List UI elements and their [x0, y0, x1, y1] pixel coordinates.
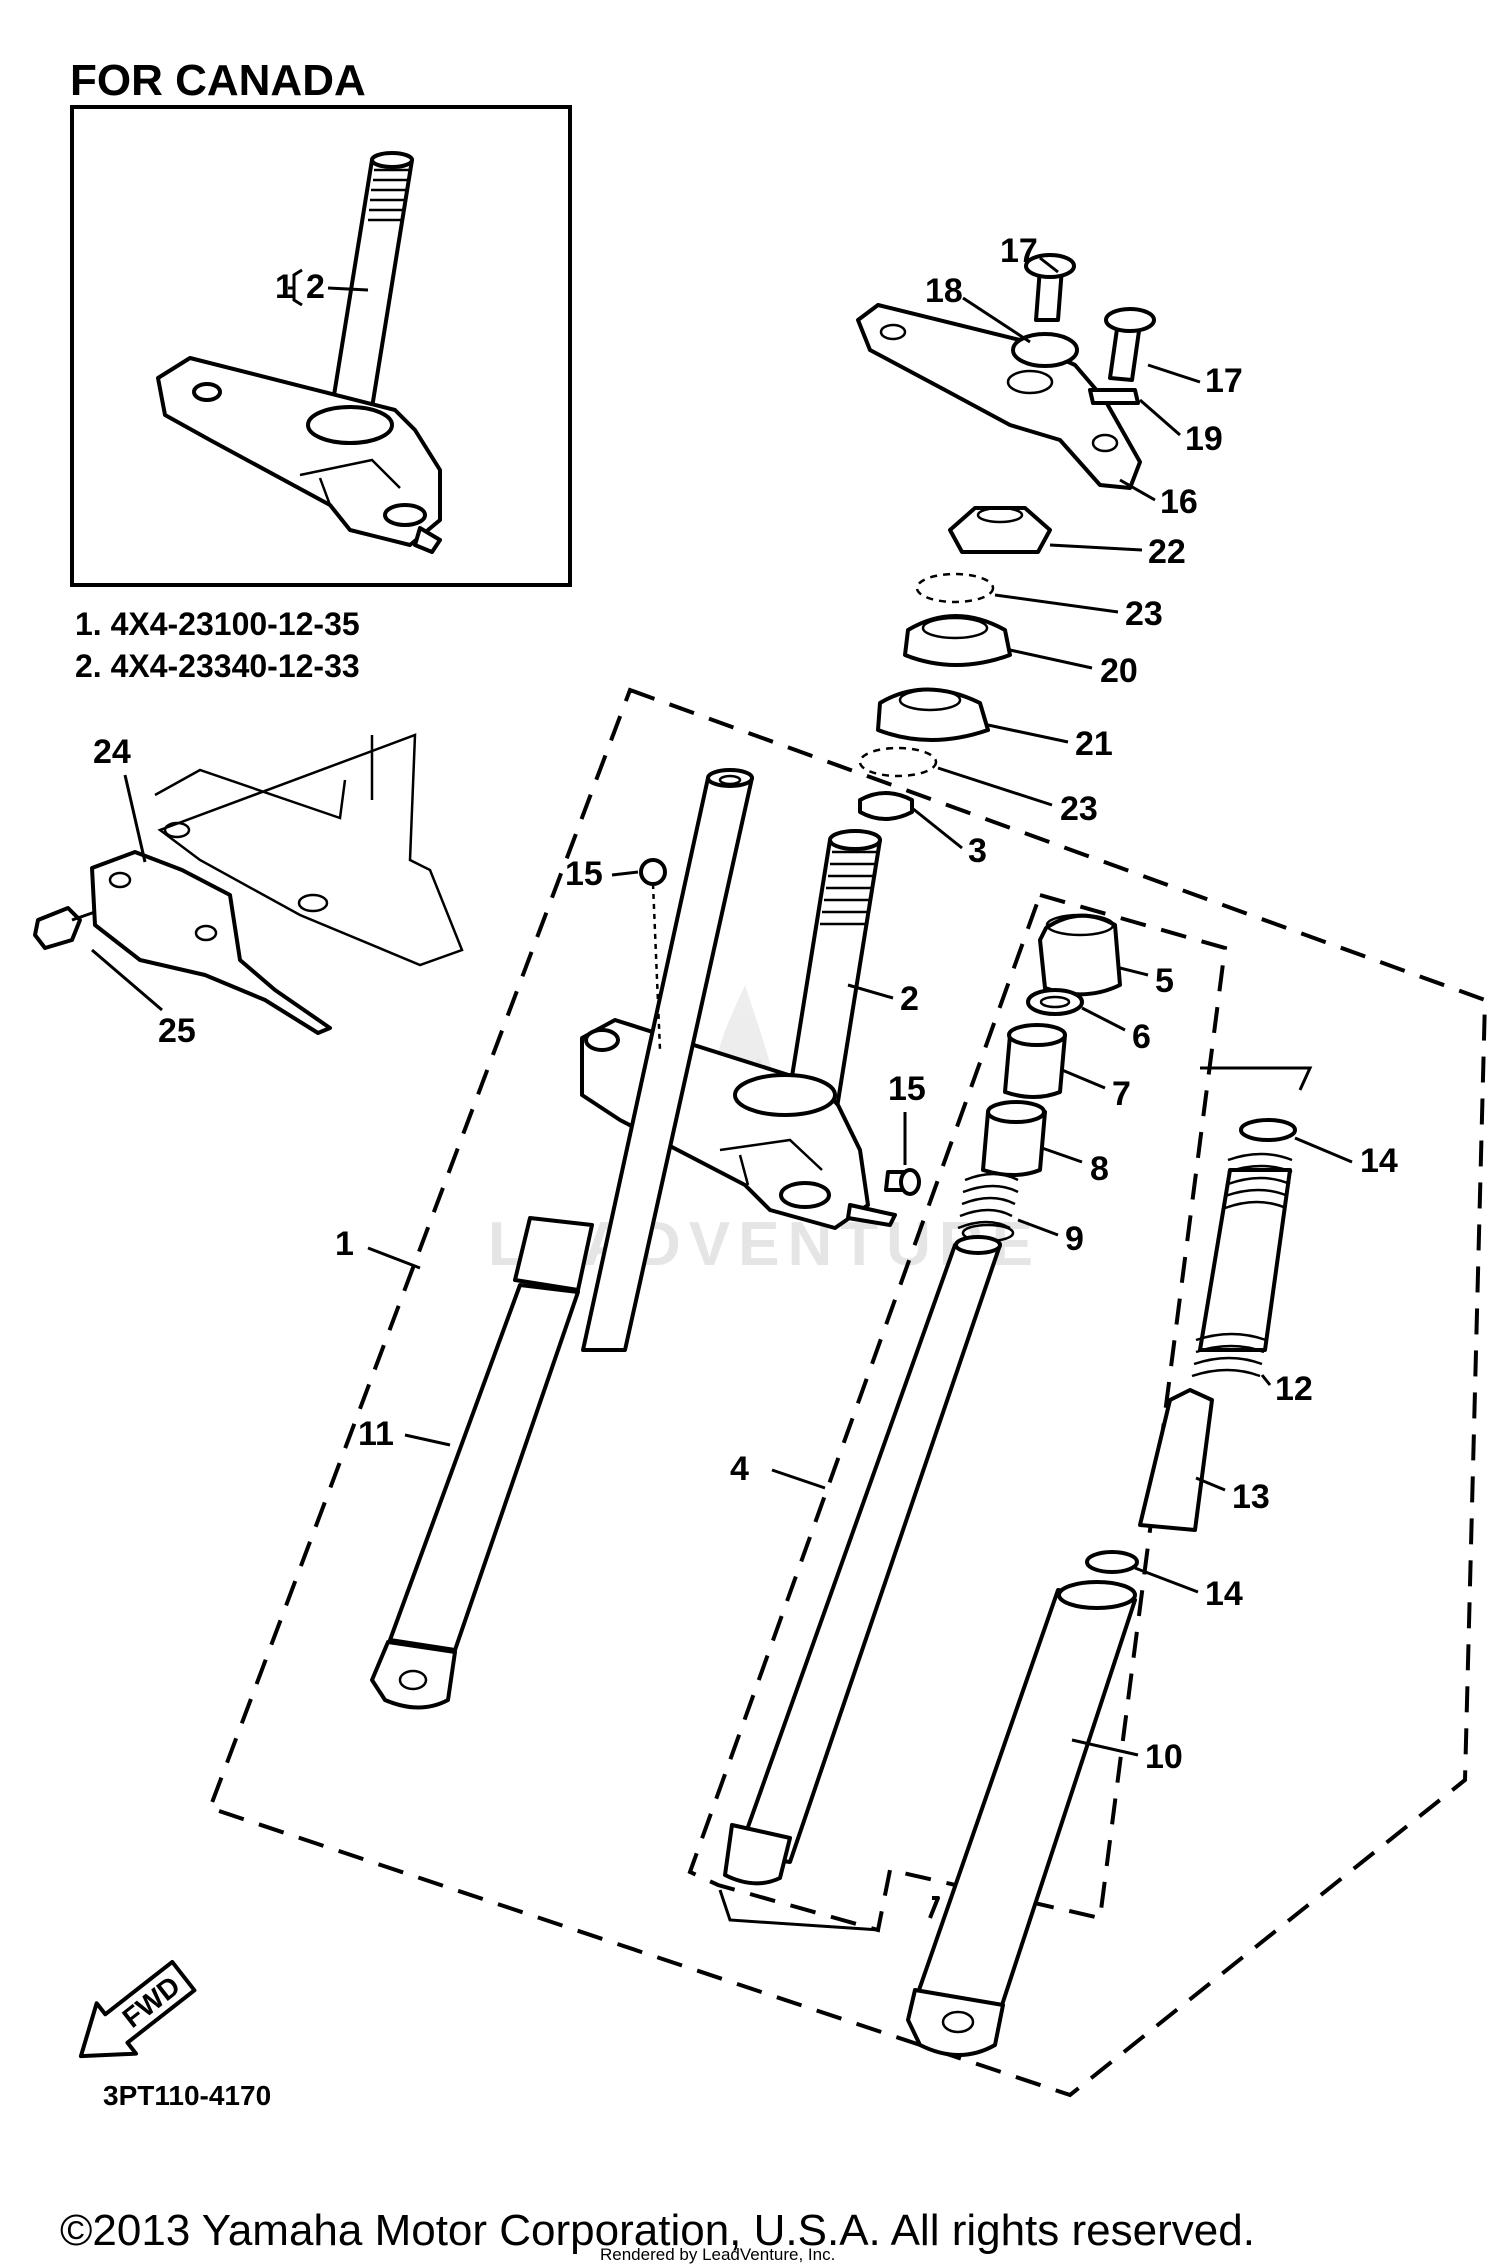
callout-23b: 23	[1060, 790, 1098, 828]
callout-4: 4	[730, 1450, 749, 1488]
callout-17b: 17	[1205, 362, 1243, 400]
ball-race-bottom	[858, 746, 938, 778]
dust-seal	[858, 791, 914, 821]
callout-23a: 23	[1125, 595, 1163, 633]
callout-14b: 14	[1205, 1575, 1243, 1613]
inset-leader-2	[327, 286, 369, 292]
callout-21: 21	[1075, 725, 1113, 763]
headlight-bolt	[33, 906, 82, 950]
callout-18: 18	[925, 272, 963, 310]
callout-15a: 15	[565, 855, 603, 893]
inset-callout-2: 2	[306, 268, 325, 306]
inner-tube	[736, 1243, 1002, 1864]
spring-seat-lower	[1085, 1550, 1139, 1574]
ball-race-top	[915, 572, 995, 604]
callout-16: 16	[1160, 483, 1198, 521]
forward-arrow-icon: FWD	[78, 1959, 197, 2059]
inset-bracket	[288, 268, 303, 307]
headlight-bracket	[90, 850, 332, 1035]
inset-part-number-1: 1. 4X4-23100-12-35	[75, 606, 360, 642]
spacer-collar	[1138, 1388, 1214, 1532]
inset-frame	[70, 105, 572, 587]
inset-callout-1: 1	[275, 268, 294, 306]
callout-17a: 17	[1000, 232, 1038, 270]
callout-22: 22	[1148, 533, 1186, 571]
inset-for-canada: FOR CANADA 1 2	[70, 56, 572, 587]
callout-6: 6	[1132, 1018, 1151, 1056]
callout-7: 7	[1112, 1075, 1131, 1113]
inset-part-number-2: 2. 4X4-23340-12-33	[75, 648, 360, 684]
callout-25: 25	[158, 1012, 196, 1050]
rendered-by-notice: Rendered by LeadVenture, Inc.	[600, 2245, 835, 2264]
left-fork	[370, 768, 754, 1710]
inset-steering-stem	[156, 151, 442, 554]
callout-1: 1	[335, 1225, 354, 1263]
left-fork-dust-seal	[513, 1216, 594, 1292]
left-outer-tube	[388, 1283, 580, 1652]
callout-14a: 14	[1360, 1142, 1398, 1180]
steering-head-stack	[858, 506, 1052, 821]
fork-cap	[1038, 913, 1122, 997]
figure-code: 3PT110-4170	[103, 2080, 271, 2111]
callout-15b: 15	[888, 1070, 926, 1108]
callout-20: 20	[1100, 652, 1138, 690]
callout-19: 19	[1185, 420, 1223, 458]
front-fork-assembly-boundary	[207, 687, 1488, 2098]
spring-seat-upper	[1239, 1118, 1297, 1142]
inset-title: FOR CANADA	[70, 56, 366, 105]
circlip	[1026, 988, 1084, 1016]
callout-11: 11	[358, 1415, 394, 1453]
pinch-bolt-right	[884, 1168, 921, 1196]
slide-bushing	[981, 1110, 1047, 1177]
copyright-notice: ©2013 Yamaha Motor Corporation, U.S.A. A…	[60, 2206, 1255, 2255]
callout-10: 10	[1145, 1738, 1183, 1776]
callout-8: 8	[1090, 1150, 1109, 1188]
bearing-race-lower	[876, 687, 990, 742]
callout-13: 13	[1232, 1478, 1270, 1516]
handle-crown-group	[856, 253, 1156, 490]
oil-seal	[1003, 1033, 1067, 1099]
headlight-bracket-group	[33, 733, 464, 1035]
callout-24: 24	[93, 733, 131, 771]
callout-9: 9	[1065, 1220, 1084, 1258]
callout-3: 3	[968, 832, 987, 870]
callout-5: 5	[1155, 962, 1174, 1000]
inner-tube-assembly-boundary	[687, 892, 1228, 1933]
right-outer-tube	[906, 1580, 1137, 2057]
callout-12: 12	[1275, 1370, 1313, 1408]
pinch-bolt-top	[639, 858, 667, 1051]
fork-spring	[1191, 1152, 1293, 1378]
crown-washer	[1088, 388, 1140, 405]
bearing-race-upper	[903, 614, 1012, 667]
callout-2: 2	[900, 980, 919, 1018]
ring-nut	[948, 506, 1052, 554]
